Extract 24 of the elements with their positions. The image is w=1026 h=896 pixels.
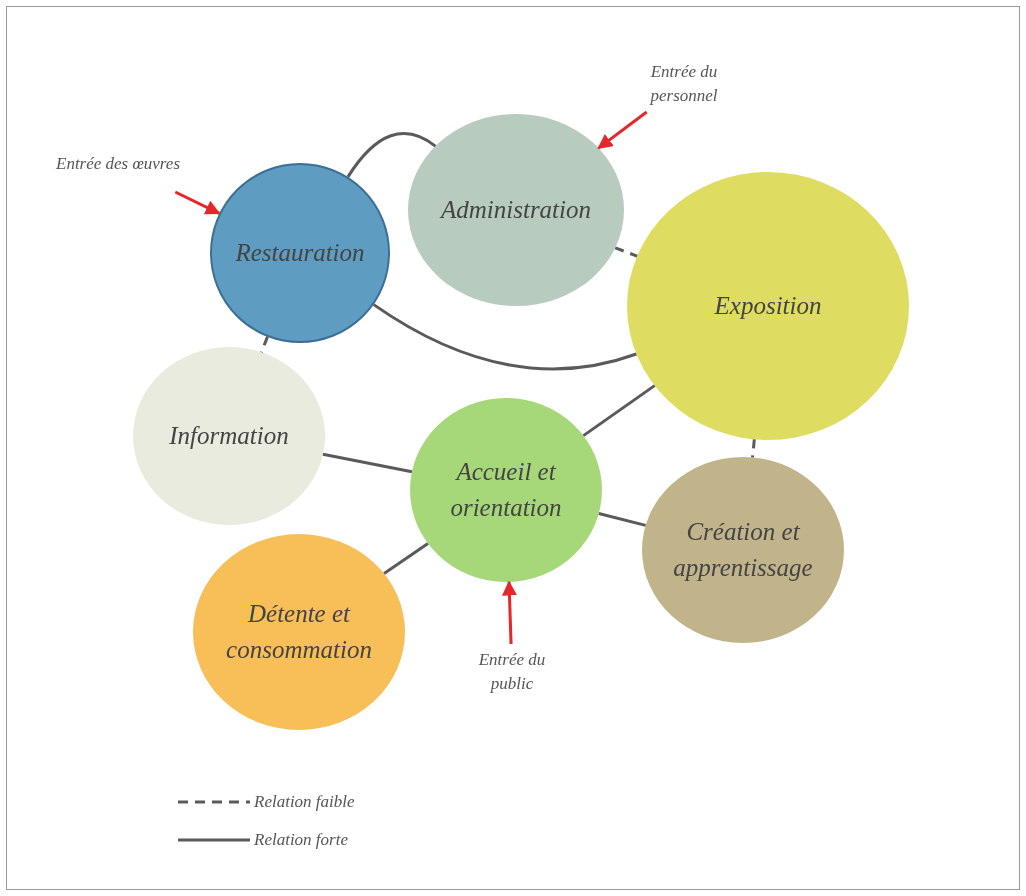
- arrow: [502, 580, 517, 645]
- node-label: Administration: [441, 194, 591, 225]
- legend-label: Relation faible: [254, 792, 355, 812]
- connector-line: [614, 246, 638, 258]
- connector-line: [322, 452, 413, 474]
- connector-line: [751, 439, 756, 458]
- node-label: Restauration: [235, 237, 365, 268]
- arrow: [174, 190, 221, 215]
- connector-line: [598, 512, 646, 527]
- arrow: [597, 110, 648, 150]
- connector-line: [582, 384, 656, 437]
- node-label: Détente et consommation: [225, 598, 373, 665]
- legend-label: Relation forte: [254, 830, 348, 850]
- node-label: Création et apprentissage: [672, 516, 814, 583]
- node-label: Accueil et orientation: [449, 456, 563, 523]
- entrance-label: Entrée du personnel: [648, 61, 719, 107]
- connector-line: [346, 132, 437, 178]
- connector-line: [372, 303, 637, 371]
- entrance-label: Entrée du public: [477, 649, 547, 695]
- node-label: Information: [169, 420, 289, 451]
- node-label: Exposition: [714, 290, 822, 321]
- entrance-label: Entrée des œuvres: [56, 153, 180, 176]
- connector-line: [260, 336, 269, 353]
- connector-line: [383, 542, 429, 575]
